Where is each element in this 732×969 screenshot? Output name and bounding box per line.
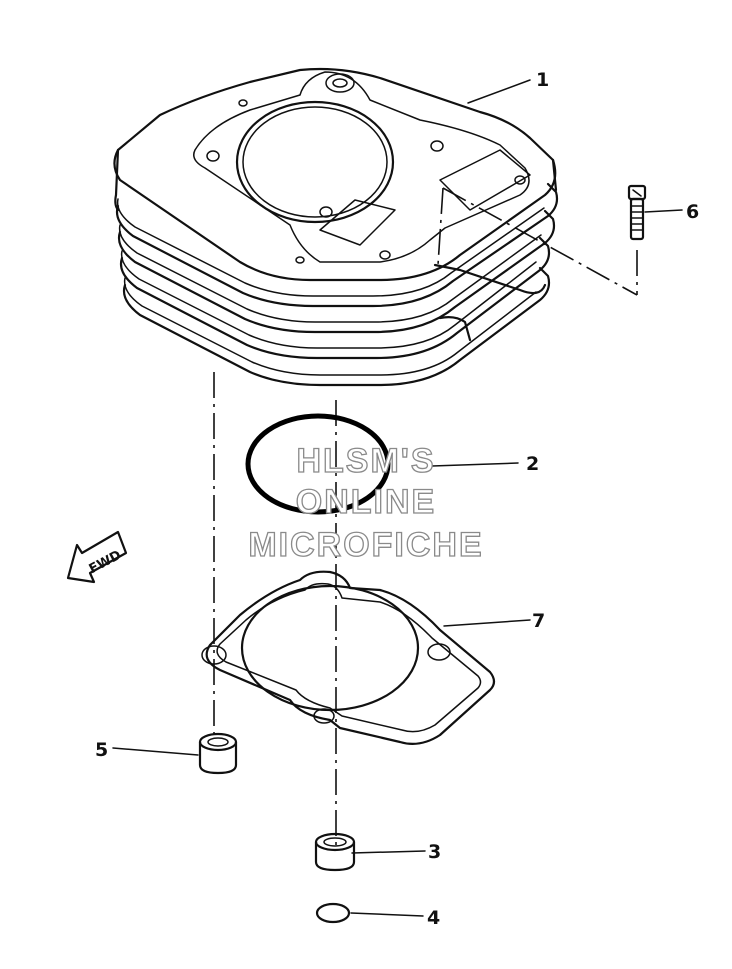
watermark-line-2: ONLINE bbox=[296, 483, 436, 521]
watermark: HLSM'S ONLINE MICROFICHE bbox=[248, 441, 483, 564]
cylinder-fin-4 bbox=[119, 236, 551, 360]
base-gasket-part-7 bbox=[201, 570, 496, 745]
leader-lines bbox=[112, 79, 683, 917]
cylinder-top-deck bbox=[113, 67, 557, 282]
watermark-line-3: MICROFICHE bbox=[248, 526, 483, 564]
callout-6: 6 bbox=[686, 201, 699, 223]
dowel-pin-part-3 bbox=[314, 832, 356, 872]
cylinder-bore bbox=[235, 100, 395, 224]
bolt-part-6 bbox=[627, 184, 647, 241]
small-o-ring-part-4 bbox=[315, 902, 351, 924]
cylinder-fin-3 bbox=[117, 209, 556, 334]
cylinder-head-face bbox=[193, 71, 530, 263]
callout-2: 2 bbox=[526, 453, 539, 475]
watermark-line-1: HLSM'S bbox=[296, 442, 435, 480]
callout-5: 5 bbox=[95, 739, 108, 761]
dowel-pin-part-5 bbox=[198, 732, 238, 775]
cylinder-fin-5 bbox=[122, 266, 551, 387]
callout-3: 3 bbox=[428, 841, 441, 863]
o-ring-part-2 bbox=[245, 413, 391, 515]
arrow-left-icon bbox=[66, 530, 128, 584]
callout-4: 4 bbox=[427, 907, 440, 929]
cylinder-part bbox=[113, 67, 559, 387]
fwd-label: FWD bbox=[87, 548, 124, 577]
callout-1: 1 bbox=[536, 69, 549, 91]
cylinder-fin-2 bbox=[115, 182, 559, 308]
alignment-lines bbox=[213, 187, 638, 845]
fwd-direction-arrow: FWD bbox=[66, 530, 128, 584]
callout-7: 7 bbox=[532, 610, 545, 632]
